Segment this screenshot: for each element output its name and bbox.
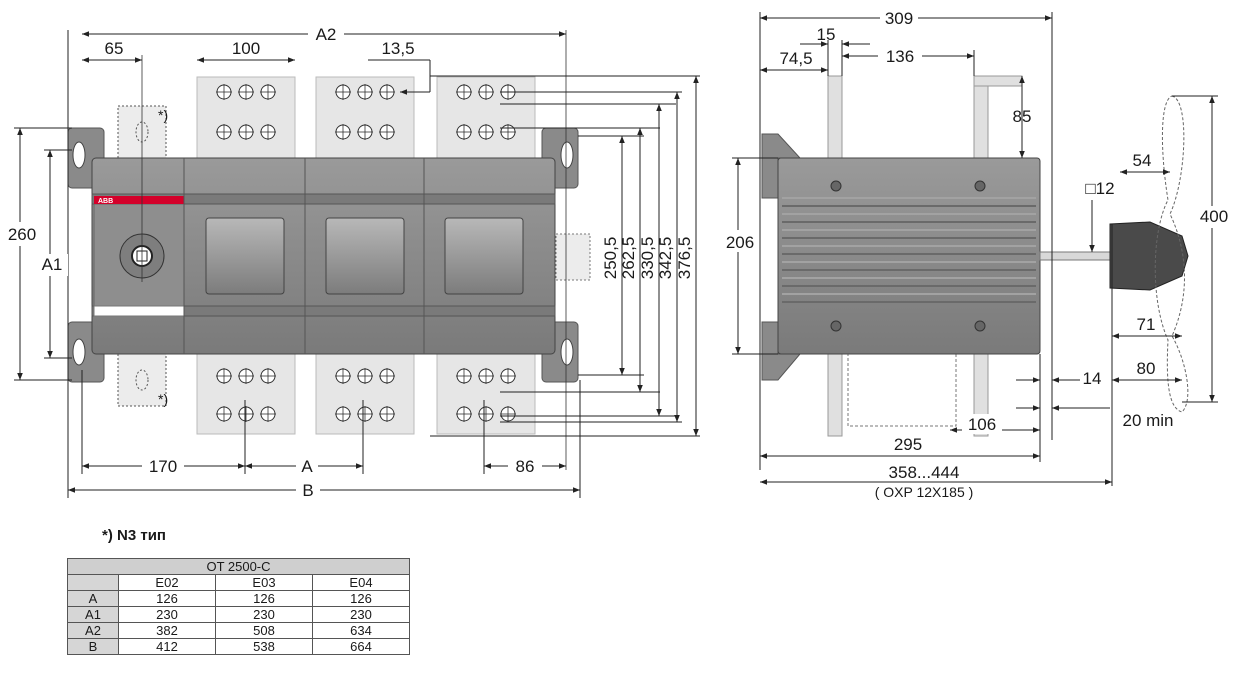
- technical-drawing: ABB A2 65 100 13,5 260: [4, 8, 1234, 500]
- dim-oxp-shaft: ( OXP 12X185 ): [875, 484, 974, 500]
- dim-136: 136: [886, 47, 914, 66]
- housing-rail-bottom: [91, 305, 556, 317]
- table-row: A 126 126 126: [67, 590, 410, 607]
- table-col-header: E02: [118, 574, 216, 591]
- dim-13-5: 13,5: [381, 39, 414, 58]
- dim-330-5: 330,5: [638, 237, 657, 280]
- screw-4: [974, 320, 986, 332]
- dim-262-5: 262,5: [619, 237, 638, 280]
- screw-1: [830, 180, 842, 192]
- row-label: A1: [67, 606, 119, 623]
- screw-2: [974, 180, 986, 192]
- dim-250-5: 250,5: [601, 237, 620, 280]
- table-cell: 508: [215, 622, 313, 639]
- table-cell: 126: [312, 590, 410, 607]
- table-cell: 634: [312, 622, 410, 639]
- dim-358-444: 358...444: [889, 463, 960, 482]
- n3-outline-bottom: [117, 351, 167, 407]
- brand-logo: ABB: [98, 198, 113, 205]
- table-cell: 664: [312, 638, 410, 655]
- dim-12: □12: [1085, 179, 1114, 198]
- dim-170: 170: [149, 457, 177, 476]
- white-stripe: [93, 305, 185, 317]
- n3-slot-bottom: [135, 369, 149, 391]
- dim-86: 86: [516, 457, 535, 476]
- dim-106: 106: [968, 415, 996, 434]
- busbar-top-1: [827, 75, 843, 161]
- busbar-bottom-1: [827, 351, 843, 437]
- aux-outline-right: [555, 233, 591, 281]
- front-view: ABB A2 65 100 13,5 260: [4, 24, 700, 500]
- keyhole-top-right: [560, 141, 574, 169]
- screw-3: [830, 320, 842, 332]
- handle: [1109, 221, 1189, 291]
- table-row: A1 230 230 230: [67, 606, 410, 623]
- dim-A2: A2: [316, 25, 337, 44]
- dim-400: 400: [1200, 207, 1228, 226]
- dim-80: 80: [1137, 359, 1156, 378]
- dim-309: 309: [885, 9, 913, 28]
- dimension-table: OT 2500-C E02 E03 E04 A 126 126 126 A1 2…: [67, 558, 410, 655]
- dim-15: 15: [817, 25, 836, 44]
- table-cell: 538: [215, 638, 313, 655]
- dim-85: 85: [1013, 107, 1032, 126]
- dim-100: 100: [232, 39, 260, 58]
- dim-260: 260: [8, 225, 36, 244]
- keyhole-bottom-right: [560, 338, 574, 366]
- terminal-bottom-3: [436, 351, 536, 435]
- keyhole-top-left: [72, 141, 86, 169]
- table-col-header: E03: [215, 574, 313, 591]
- keyhole-bottom-left: [72, 338, 86, 366]
- dim-54: 54: [1133, 151, 1152, 170]
- row-label: B: [67, 638, 119, 655]
- table-cell: 126: [215, 590, 313, 607]
- table-cell: 230: [118, 606, 216, 623]
- right-dimension-lines: [430, 75, 700, 437]
- top-terminals: [196, 76, 536, 160]
- table-corner: [67, 574, 119, 591]
- bottom-terminals: [196, 351, 536, 435]
- dim-74-5: 74,5: [779, 49, 812, 68]
- dim-342-5: 342,5: [656, 237, 675, 280]
- dim-A: A: [301, 457, 313, 476]
- dim-295: 295: [894, 435, 922, 454]
- pole-window-3: [444, 217, 524, 295]
- side-ribs: [782, 197, 1036, 303]
- aux-outline-bottom: [847, 351, 957, 427]
- pole-window-2: [325, 217, 405, 295]
- busbar-top-2: [973, 75, 989, 161]
- dim-65: 65: [105, 39, 124, 58]
- terminal-holes: [216, 84, 516, 422]
- dim-71: 71: [1137, 315, 1156, 334]
- table-cell: 230: [312, 606, 410, 623]
- dim-14: 14: [1083, 369, 1102, 388]
- side-view: 309 15 74,5 136 85 206 54 □12 400 71: [720, 8, 1234, 500]
- table-row: A2 382 508 634: [67, 622, 410, 639]
- dim-376-5: 376,5: [675, 237, 694, 280]
- table-cell: 230: [215, 606, 313, 623]
- dim-20-min: 20 min: [1122, 411, 1173, 430]
- dim-A1: A1: [42, 255, 63, 274]
- footnote-mark-top: *): [158, 107, 168, 123]
- side-housing: [777, 157, 1041, 355]
- row-label: A: [67, 590, 119, 607]
- dim-B: B: [302, 481, 313, 500]
- table-col-header: E04: [312, 574, 410, 591]
- dim-206: 206: [726, 233, 754, 252]
- brand-stripe: [94, 196, 184, 204]
- table-caption: OT 2500-C: [67, 558, 410, 575]
- table-cell: 126: [118, 590, 216, 607]
- table-cell: 382: [118, 622, 216, 639]
- pole-window-1: [205, 217, 285, 295]
- table-row: B 412 538 664: [67, 638, 410, 655]
- row-label: A2: [67, 622, 119, 639]
- footnote-mark-bottom: *): [158, 391, 168, 407]
- busbar-top-bridge: [973, 75, 1023, 87]
- n3-note: *) N3 тип: [102, 527, 166, 544]
- housing-rail-top: [91, 193, 556, 205]
- table-cell: 412: [118, 638, 216, 655]
- switch-housing: [91, 157, 556, 355]
